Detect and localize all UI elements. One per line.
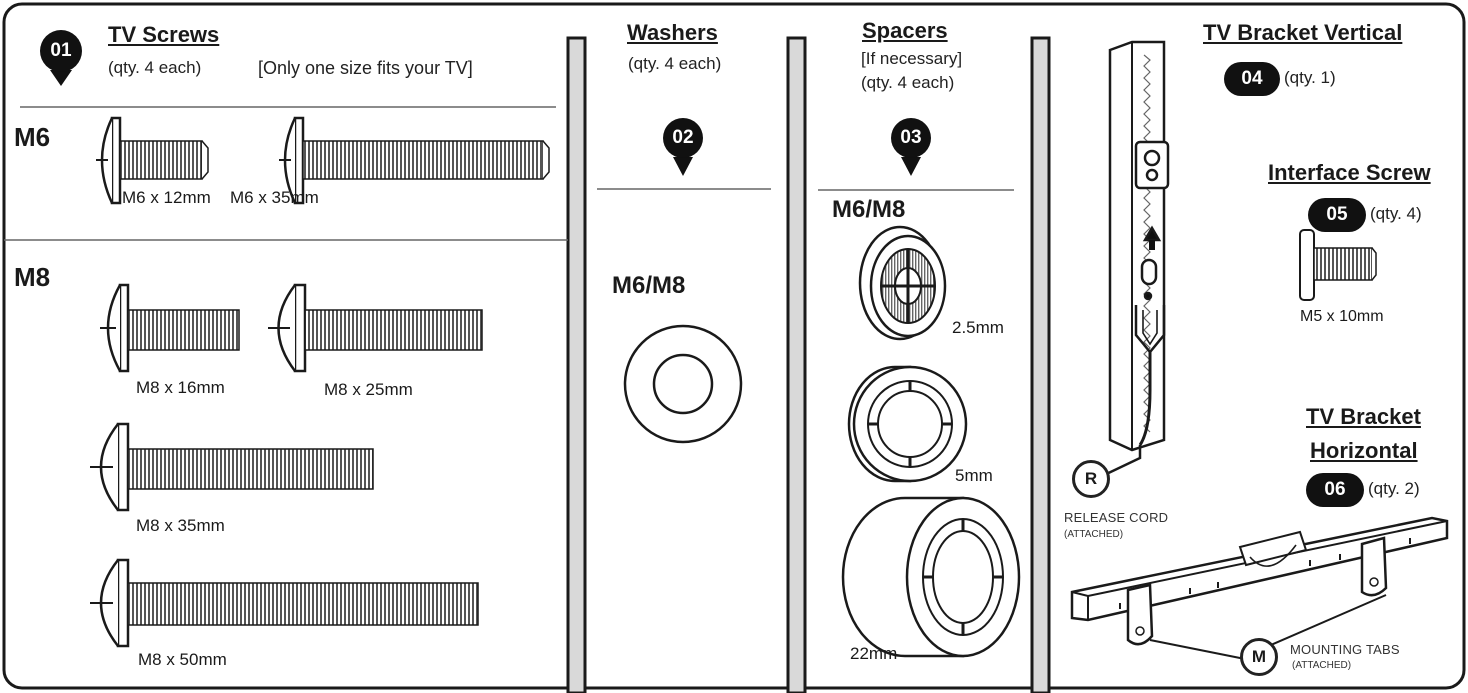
spacer-22mm-illustration: [841, 496, 1021, 658]
screw-m6-35: [279, 116, 550, 205]
divider-2: [786, 36, 807, 693]
mounting-tabs-marker: M: [1240, 638, 1278, 676]
badge-02-arrow: [673, 157, 693, 176]
spacer-label-2-5mm: 2.5mm: [952, 318, 1004, 337]
screw-m8-16: [100, 283, 240, 373]
spacer-2-5mm-illustration: [858, 225, 947, 341]
m6-label: M6: [14, 122, 51, 152]
release-cord-marker: R: [1072, 460, 1110, 498]
divider-3: [1030, 36, 1051, 693]
screw-label-m8-35: M8 x 35mm: [136, 516, 225, 535]
screw-m8-35: [90, 422, 374, 512]
bracket-horizontal-title-1: TV Bracket: [1306, 404, 1421, 429]
spacers-size-label: M6/M8: [832, 196, 906, 223]
badge-03-arrow: [901, 157, 921, 176]
divider-1: [566, 36, 587, 693]
screw-label-m6-35: M6 x 35mm: [230, 188, 319, 207]
spacers-title: Spacers: [862, 18, 948, 43]
screw-m8-25: [268, 283, 483, 373]
tv-screws-title: TV Screws: [108, 22, 220, 47]
badge-03: 03: [891, 118, 931, 158]
screw-label-m6-12: M6 x 12mm: [122, 188, 211, 207]
badge-05: 05: [1308, 198, 1366, 232]
interface-screw-qty: (qty. 4): [1370, 204, 1422, 223]
spacer-label-5mm: 5mm: [955, 466, 993, 485]
screw-label-m8-16: M8 x 16mm: [136, 378, 225, 397]
vertical-bracket-illustration: [1097, 40, 1170, 480]
tv-screws-qty: (qty. 4 each): [108, 58, 202, 77]
washers-title: Washers: [627, 20, 718, 45]
washers-qty: (qty. 4 each): [628, 54, 722, 73]
mounting-tabs-label: MOUNTING TABS: [1290, 642, 1400, 657]
spacers-qty: (qty. 4 each): [861, 73, 955, 92]
horizontal-bracket-illustration: [1070, 516, 1449, 661]
bracket-horizontal-qty: (qty. 2): [1368, 479, 1420, 498]
spacer-label-22mm: 22mm: [850, 644, 898, 663]
spacers-note: [If necessary]: [861, 49, 963, 68]
bracket-horizontal-title-2: Horizontal: [1310, 438, 1418, 463]
bracket-vertical-title: TV Bracket Vertical: [1203, 20, 1403, 45]
badge-01-arrow: [50, 70, 72, 86]
interface-screw-title: Interface Screw: [1268, 160, 1431, 185]
washer-illustration: [623, 324, 743, 444]
bracket-vertical-qty: (qty. 1): [1284, 68, 1336, 87]
interface-screw-illustration: [1299, 229, 1377, 301]
badge-06: 06: [1306, 473, 1364, 507]
washers-size-label: M6/M8: [612, 272, 686, 299]
m8-label: M8: [14, 262, 51, 292]
screw-m6-12: [96, 116, 209, 205]
mounting-tabs-sub: (ATTACHED): [1292, 660, 1352, 671]
release-cord-label: RELEASE CORD: [1064, 510, 1169, 525]
screw-label-m8-50: M8 x 50mm: [138, 650, 227, 669]
screw-m8-50: [90, 558, 479, 648]
badge-01: 01: [40, 30, 82, 72]
interface-screw-size: M5 x 10mm: [1300, 308, 1384, 325]
tv-screws-note: [Only one size fits your TV]: [258, 58, 473, 78]
screw-label-m8-25: M8 x 25mm: [324, 380, 413, 399]
release-cord-sub: (ATTACHED): [1064, 529, 1124, 540]
badge-04: 04: [1224, 62, 1280, 96]
badge-02: 02: [663, 118, 703, 158]
spacer-5mm-illustration: [847, 365, 968, 483]
